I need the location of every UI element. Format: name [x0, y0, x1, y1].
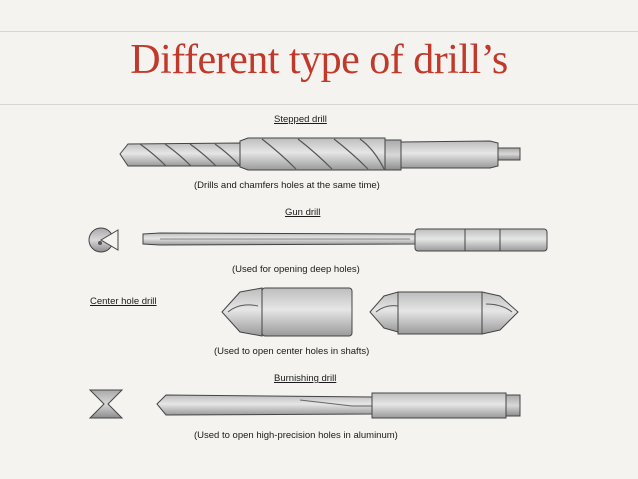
stepped-drill-image — [119, 137, 521, 171]
stepped-drill-caption: (Drills and chamfers holes at the same t… — [194, 180, 380, 191]
gun-drill-image — [142, 228, 548, 252]
stepped-drill-label: Stepped drill — [274, 114, 327, 125]
center-hole-drill-caption: (Used to open center holes in shafts) — [214, 346, 370, 357]
center-hole-drill-image-right — [369, 291, 519, 335]
center-hole-drill-image-left — [221, 287, 353, 337]
slide-title: Different type of drill’s — [130, 37, 508, 83]
title-rule — [0, 104, 638, 105]
gun-drill-label: Gun drill — [285, 207, 321, 218]
burnishing-drill-cross-section-icon — [88, 389, 124, 419]
burnishing-drill-image — [156, 392, 521, 419]
center-hole-drill-label: Center hole drill — [90, 296, 157, 307]
gun-drill-cross-section-icon — [88, 227, 119, 253]
top-rule — [0, 31, 638, 32]
gun-drill-caption: (Used for opening deep holes) — [232, 264, 360, 275]
burnishing-drill-caption: (Used to open high-precision holes in al… — [194, 430, 398, 441]
burnishing-drill-label: Burnishing drill — [274, 373, 337, 384]
